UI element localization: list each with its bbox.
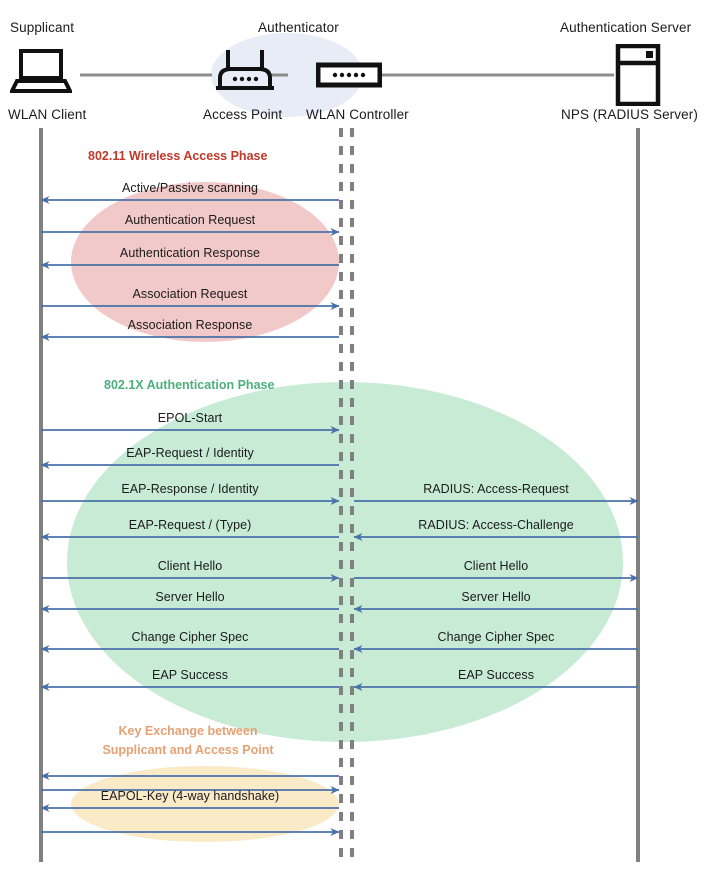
actor-device-wlan-controller: WLAN Controller bbox=[306, 107, 409, 122]
phase-label-8021x: 802.1X Authentication Phase bbox=[104, 378, 275, 392]
message-label: Server Hello bbox=[461, 590, 531, 604]
actor-role-supplicant: Supplicant bbox=[10, 20, 75, 35]
message-label: Association Response bbox=[127, 318, 253, 332]
message-label: Association Request bbox=[132, 287, 248, 301]
radius-server-icon bbox=[615, 43, 661, 107]
message-label: Active/Passive scanning bbox=[122, 181, 258, 195]
message-label: EAP Success bbox=[457, 668, 535, 682]
wlan-controller-icon bbox=[315, 62, 383, 88]
message-label: Authentication Response bbox=[119, 246, 261, 260]
actor-device-nps-radius-server: NPS (RADIUS Server) bbox=[561, 107, 698, 122]
phase-label-key-exchange: Key Exchange between Supplicant and Acce… bbox=[88, 722, 288, 760]
phase-8021x-ellipse bbox=[67, 382, 623, 742]
message-label: EPOL-Start bbox=[157, 411, 223, 425]
message-label: Client Hello bbox=[463, 559, 529, 573]
message-label: EAPOL-Key (4-way handshake) bbox=[100, 789, 280, 803]
message-label: Authentication Request bbox=[124, 213, 256, 227]
message-label: Server Hello bbox=[155, 590, 225, 604]
message-label: Change Cipher Spec bbox=[131, 630, 249, 644]
message-label: RADIUS: Access-Challenge bbox=[418, 518, 574, 532]
message-arrows bbox=[40, 196, 639, 836]
phase-label-key-exchange-line1: Key Exchange between bbox=[118, 724, 258, 738]
access-point-icon bbox=[214, 48, 276, 94]
message-label: EAP-Response / Identity bbox=[121, 482, 259, 496]
message-label: EAP Success bbox=[151, 668, 229, 682]
phase-key-ellipse bbox=[71, 766, 339, 842]
phase-80211-ellipse bbox=[71, 182, 339, 342]
phase-label-80211: 802.11 Wireless Access Phase bbox=[88, 149, 268, 163]
actor-role-auth-server: Authentication Server bbox=[560, 20, 692, 35]
actor-role-authenticator: Authenticator bbox=[258, 20, 339, 35]
message-label: RADIUS: Access-Request bbox=[423, 482, 569, 496]
message-label: EAP-Request / Identity bbox=[126, 446, 254, 460]
message-label: EAP-Request / (Type) bbox=[128, 518, 252, 532]
message-label: Change Cipher Spec bbox=[437, 630, 555, 644]
laptop-icon bbox=[8, 48, 74, 94]
actor-device-wlan-client: WLAN Client bbox=[8, 107, 87, 122]
message-label: Client Hello bbox=[157, 559, 223, 573]
actor-device-access-point: Access Point bbox=[203, 107, 283, 122]
phase-label-key-exchange-line2: Supplicant and Access Point bbox=[102, 743, 274, 757]
